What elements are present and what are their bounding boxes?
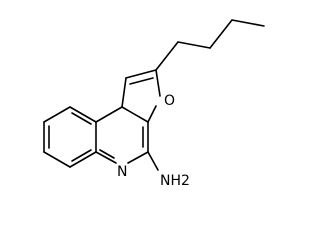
chemical-structure: O N NH2 <box>43 19 265 189</box>
amine-group-label: NH2 <box>160 173 190 189</box>
furan-ring <box>121 69 161 123</box>
oxygen-atom-label: O <box>164 93 175 109</box>
nitrogen-atom-label: N <box>117 164 127 180</box>
butyl-chain <box>155 19 265 71</box>
amine-bond <box>147 151 159 171</box>
pyridine-ring <box>95 106 149 164</box>
benzene-ring <box>43 106 97 168</box>
